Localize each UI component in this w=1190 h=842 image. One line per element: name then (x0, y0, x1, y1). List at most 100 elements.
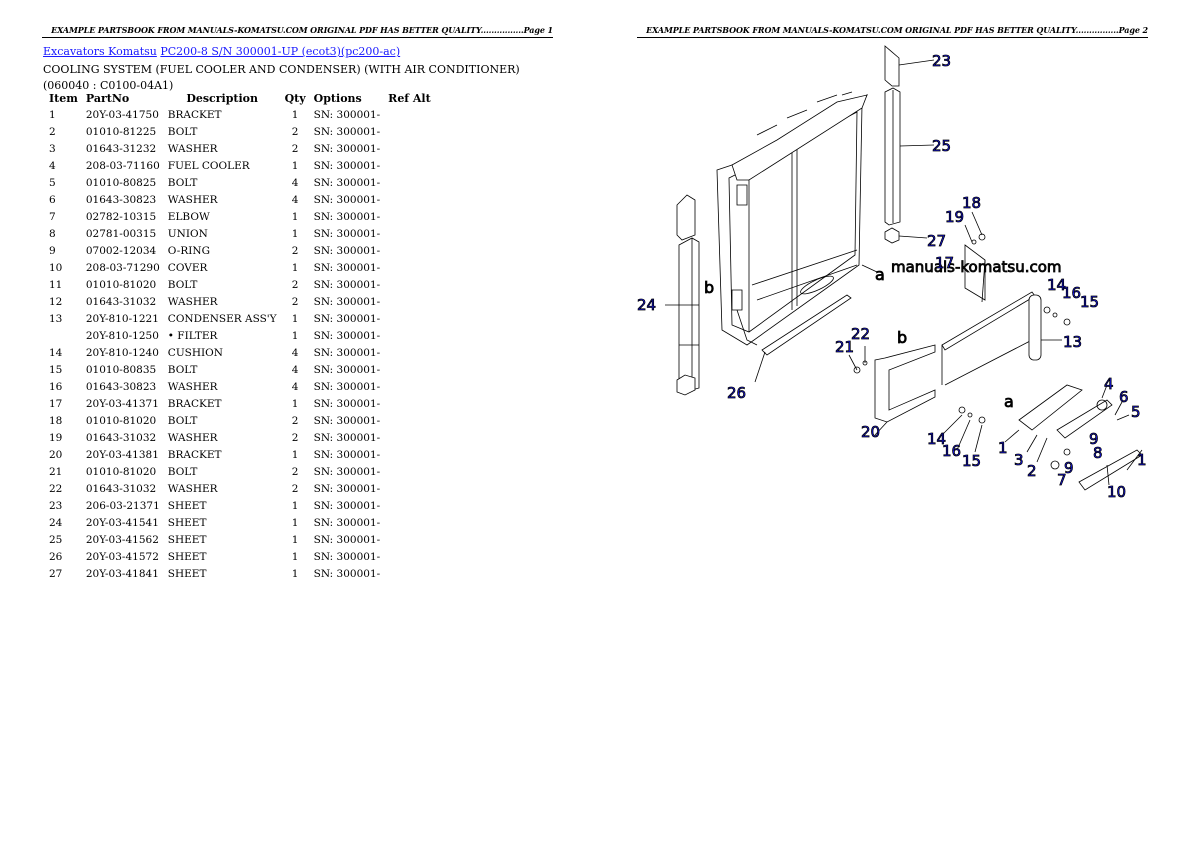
cell-refalt (384, 140, 435, 157)
callout-25: 25 (932, 137, 951, 155)
reference-letter-b: b (704, 278, 714, 297)
cell-options: SN: 300001- (313, 414, 381, 427)
cell-partno: 07002-12034 (85, 244, 157, 257)
callout-17: 17 (935, 254, 954, 272)
callout-9: 9 (1064, 459, 1074, 477)
callout-18: 18 (962, 194, 981, 212)
cell-item: 10 (49, 261, 63, 274)
callout-3: 3 (1014, 451, 1024, 469)
part-17-bracket (964, 244, 986, 303)
cell-qty: 1 (291, 210, 299, 223)
cell-item: 21 (49, 465, 63, 478)
header-item: Item (49, 92, 78, 105)
header-partno: PartNo (85, 92, 130, 105)
category-link[interactable]: Excavators Komatsu (43, 45, 157, 58)
cell-description: UNION (167, 227, 208, 240)
cell-partno: 20Y-03-41562 (85, 533, 159, 546)
cell-qty: 1 (291, 329, 299, 342)
cell-item: 26 (49, 550, 63, 563)
callout-11: 1 (1137, 451, 1147, 469)
cell-options: SN: 300001- (313, 210, 381, 223)
cell-partno: 20Y-03-41381 (85, 448, 159, 461)
cell-description: SHEET (167, 533, 207, 546)
cell-options: SN: 300001- (313, 550, 381, 563)
cell-refalt (384, 242, 435, 259)
cell-partno: 02782-10315 (85, 210, 157, 223)
callout-14: 14 (927, 430, 946, 448)
cell-partno: 208-03-71290 (85, 261, 160, 274)
cell-refalt (384, 276, 435, 293)
callout-16: 16 (942, 442, 961, 460)
cell-refalt (384, 293, 435, 310)
callout-1: 1 (998, 439, 1008, 457)
cell-options: SN: 300001- (313, 329, 381, 342)
cell-refalt (384, 208, 435, 225)
cell-options: SN: 300001- (313, 516, 381, 529)
callout-19: 19 (945, 208, 964, 226)
callout-6: 6 (1119, 388, 1129, 406)
cell-options: SN: 300001- (313, 295, 381, 308)
callout-14: 14 (1047, 276, 1066, 294)
cell-description: BRACKET (167, 108, 222, 121)
callout-16: 16 (1062, 284, 1081, 302)
cell-refalt (384, 412, 435, 429)
cell-options: SN: 300001- (313, 261, 381, 274)
cell-description: BOLT (167, 278, 198, 291)
cell-item: 3 (49, 142, 56, 155)
cell-item: 7 (49, 210, 56, 223)
part-4-fuel-cooler (1018, 384, 1143, 491)
callout-27: 27 (927, 232, 946, 250)
cell-partno: 01010-81020 (85, 465, 157, 478)
cell-description: BRACKET (167, 397, 222, 410)
part-13-condenser (941, 291, 1062, 386)
cell-refalt (384, 327, 435, 344)
breadcrumb: Excavators Komatsu PC200-8 S/N 300001-UP… (43, 45, 400, 58)
cell-options: SN: 300001- (313, 193, 381, 206)
cell-description: WASHER (167, 295, 218, 308)
cell-qty: 1 (291, 448, 299, 461)
cell-description: SHEET (167, 550, 207, 563)
cell-item: 19 (49, 431, 63, 444)
cell-qty: 1 (291, 227, 299, 240)
cell-description: BOLT (167, 414, 198, 427)
cell-options: SN: 300001- (313, 227, 381, 240)
cell-description: CONDENSER ASS'Y (167, 312, 277, 325)
cell-refalt (384, 480, 435, 497)
parts-table: Item PartNo Description Qty Options Ref … (45, 91, 435, 582)
header-qty: Qty (284, 92, 306, 105)
header-options: Options (313, 92, 362, 105)
cell-item: 16 (49, 380, 63, 393)
cell-qty: 2 (291, 414, 299, 427)
cell-partno: 20Y-03-41572 (85, 550, 159, 563)
page-1: EXAMPLE PARTSBOOK FROM MANUALS-KOMATSU.C… (42, 25, 553, 582)
cell-partno: 01010-81020 (85, 414, 157, 427)
cell-options: SN: 300001- (313, 380, 381, 393)
part-20-bracket (874, 344, 936, 436)
cell-item: 25 (49, 533, 63, 546)
cell-item: 12 (49, 295, 63, 308)
cell-item: 8 (49, 227, 56, 240)
page-header: EXAMPLE PARTSBOOK FROM MANUALS-KOMATSU.C… (637, 25, 1148, 38)
cell-qty: 1 (291, 567, 299, 580)
cell-partno: 01643-31032 (85, 482, 157, 495)
page-2: EXAMPLE PARTSBOOK FROM MANUALS-KOMATSU.C… (595, 0, 1190, 842)
cell-item: 2 (49, 125, 56, 138)
cell-item: 11 (49, 278, 63, 291)
cell-item: 22 (49, 482, 63, 495)
cell-options: SN: 300001- (313, 125, 381, 138)
cell-options: SN: 300001- (313, 278, 381, 291)
cell-item: 1 (49, 108, 56, 121)
cell-options: SN: 300001- (313, 159, 381, 172)
cell-description: BOLT (167, 176, 198, 189)
model-link[interactable]: PC200-8 S/N 300001-UP (ecot3)(pc200-ac) (160, 45, 401, 58)
